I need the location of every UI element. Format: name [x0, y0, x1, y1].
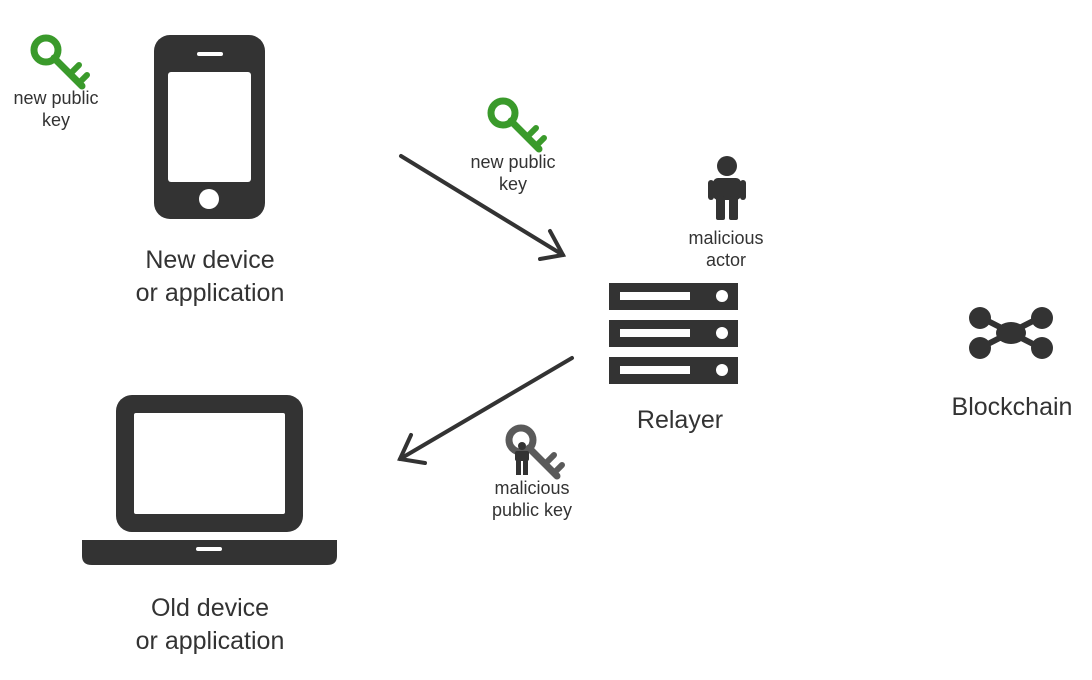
key-label-arrow: new public key — [470, 152, 556, 194]
old-device-label: Old device or application — [135, 594, 285, 655]
malicious-key-icon — [509, 428, 562, 476]
arrow-to-old-device — [397, 356, 574, 465]
malicious-actor-label: malicious actor — [688, 228, 764, 270]
relayer-label: Relayer — [636, 406, 724, 434]
blockchain-network-icon — [969, 307, 1053, 359]
server-icon — [609, 283, 738, 384]
key-icon — [34, 38, 87, 86]
person-icon — [708, 156, 746, 220]
malicious-key-label: malicious public key — [491, 478, 573, 520]
smartphone-icon — [154, 35, 265, 219]
new-device-label: New device or application — [135, 246, 285, 307]
key-icon — [491, 101, 544, 149]
laptop-icon — [82, 395, 337, 565]
key-label-top-left: new public key — [13, 88, 99, 130]
blockchain-label: Blockchain — [951, 393, 1073, 421]
arrow-to-relayer — [399, 154, 567, 261]
